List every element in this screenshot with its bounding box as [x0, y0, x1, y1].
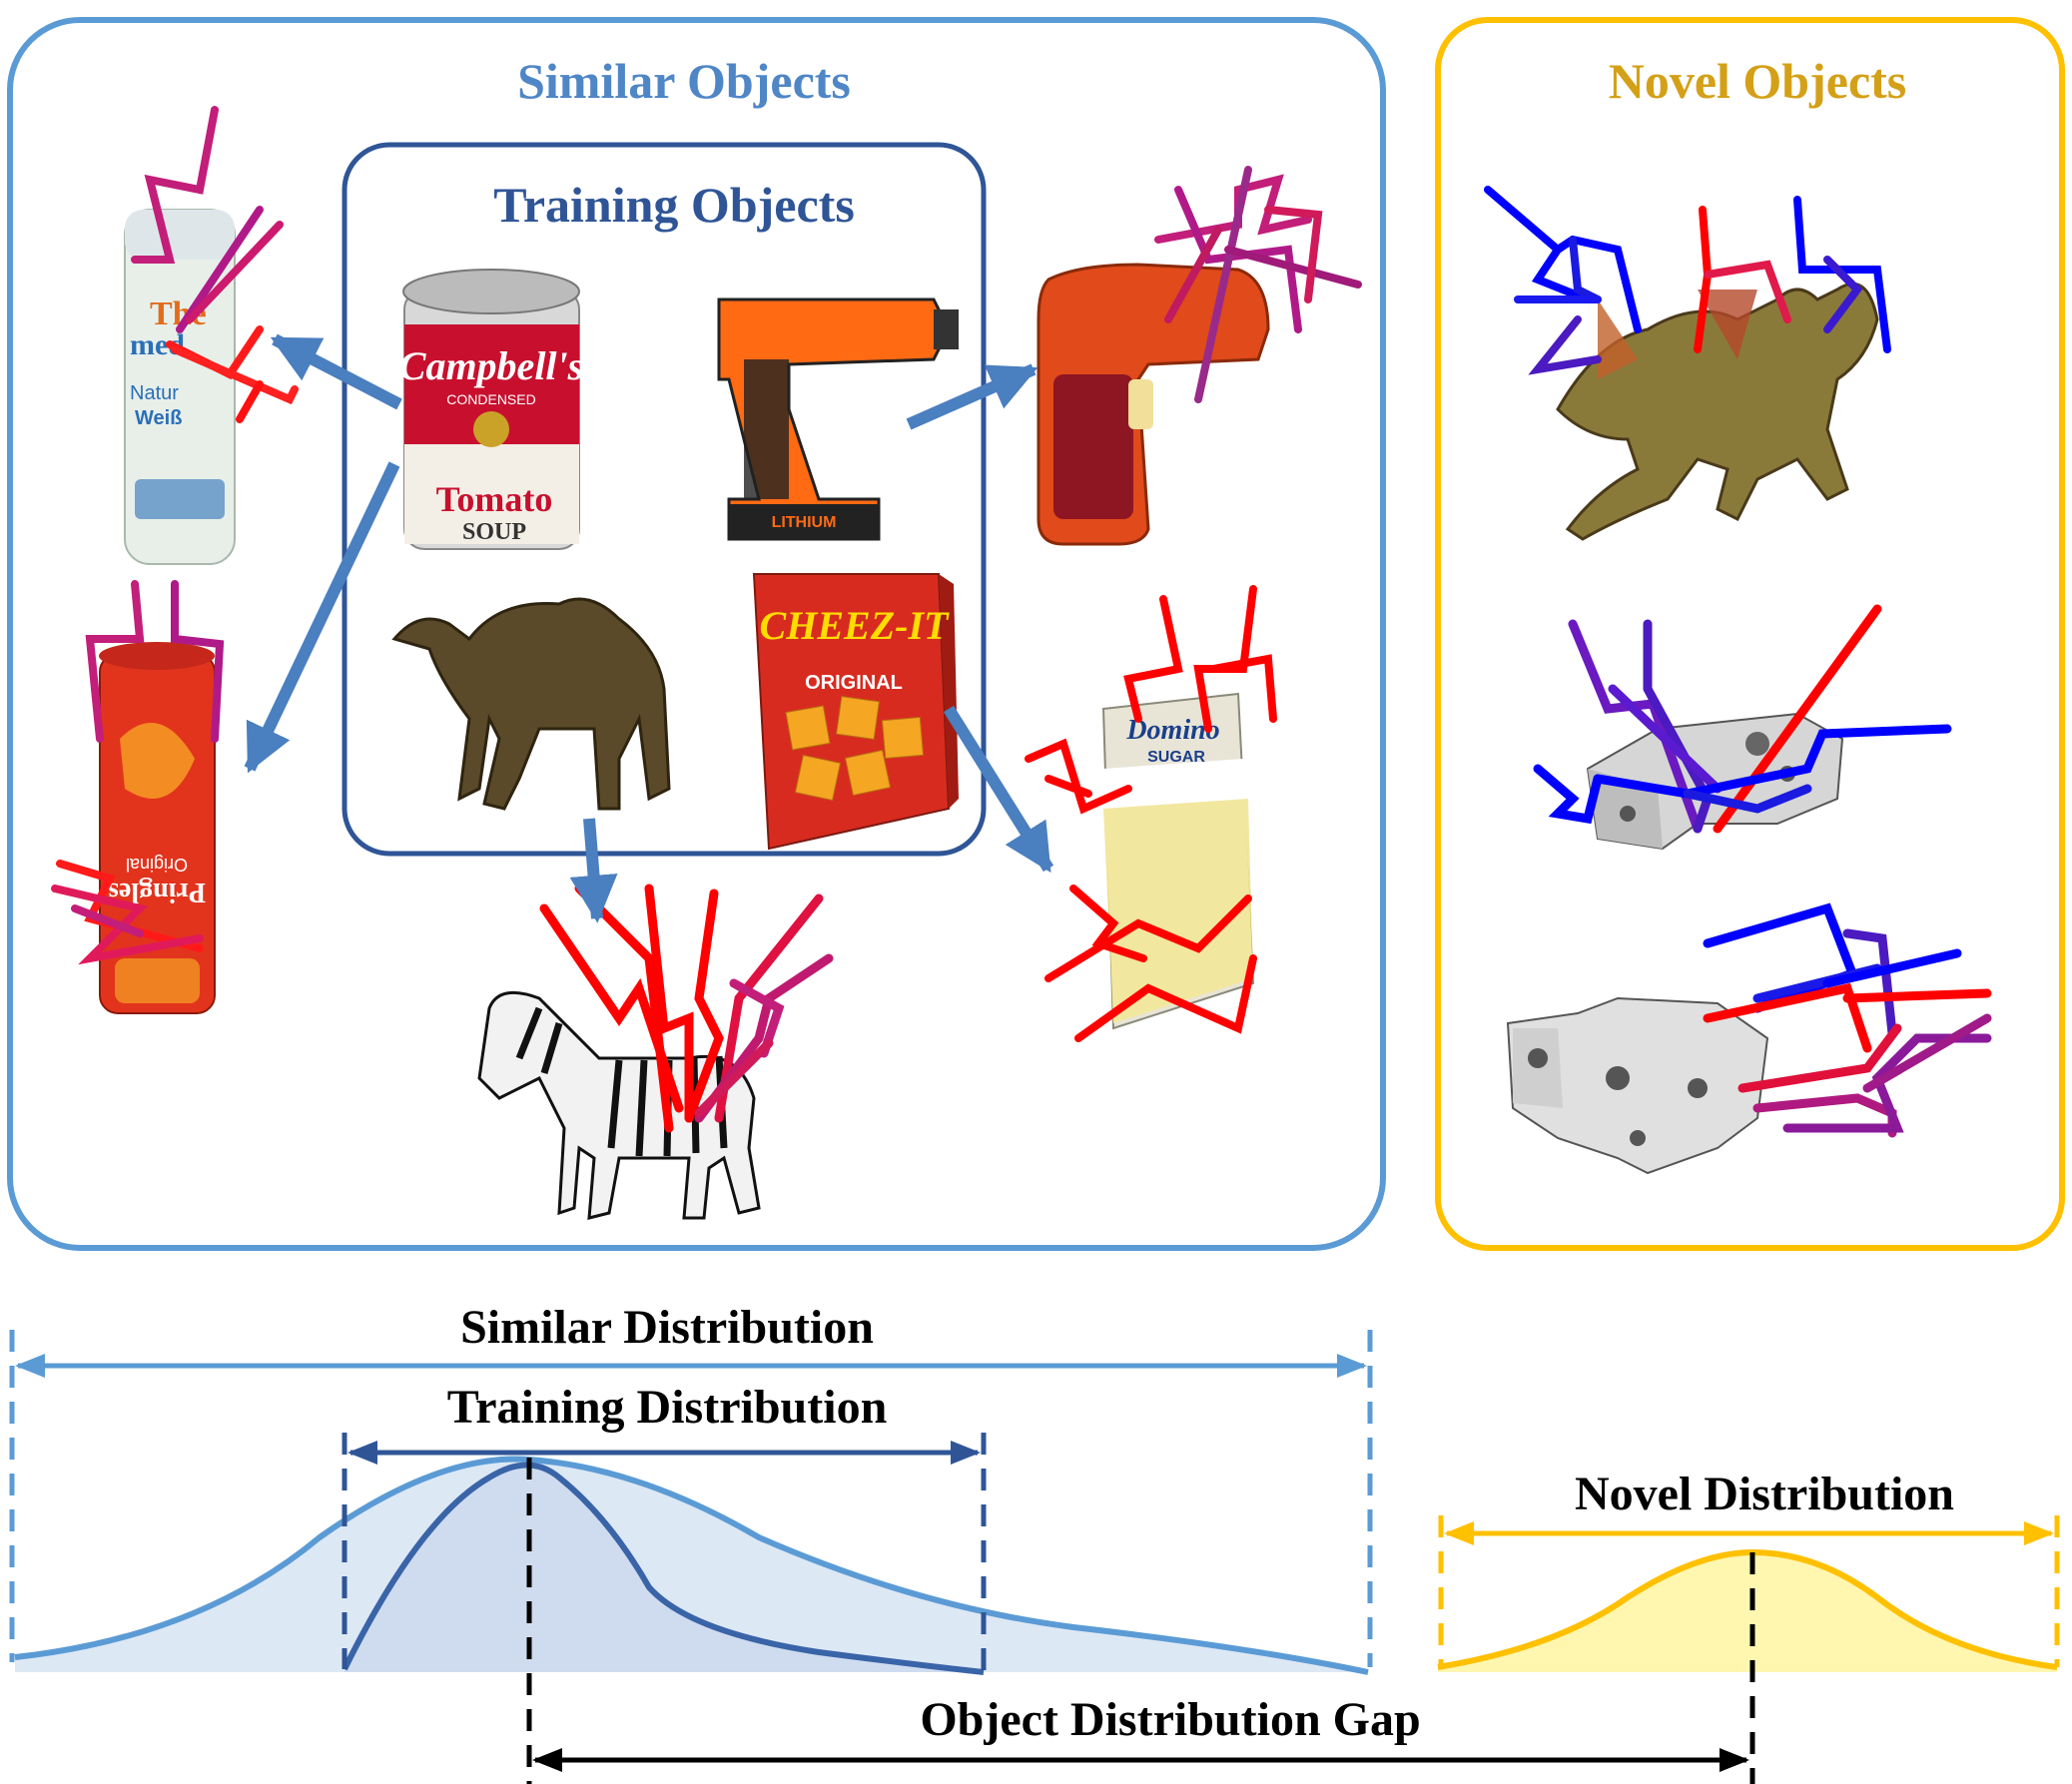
training-objects-title: Training Objects [493, 177, 855, 233]
sugar-sub-label: SUGAR [1147, 749, 1205, 766]
novel-objects-title: Novel Objects [1609, 53, 1907, 109]
tube-grasp-poses [131, 106, 299, 423]
dragon-grasp-poses [1484, 186, 1891, 375]
tube-line1-label: Natur [130, 382, 179, 404]
can-type-label: SOUP [462, 519, 526, 545]
tube-line2-label: Weiß [135, 407, 182, 429]
chips-sub-label: Original [126, 855, 188, 875]
mechanical-part-2-object [1506, 996, 1769, 1175]
novel-objects-panel [1435, 17, 2065, 1251]
toy-gun-grasp-poses [1154, 166, 1362, 403]
part-1-grasp-poses [1533, 604, 1952, 834]
training-objects-panel [342, 142, 987, 857]
drill-brand-label: LITHIUM [772, 514, 837, 531]
box-sub-label: ORIGINAL [805, 672, 903, 694]
pringles-grasp-poses [51, 580, 225, 965]
cheezit-box-object: CHEEZ-IT ORIGINAL [752, 573, 959, 851]
object-distribution-gap-label: Object Distribution Gap [920, 1693, 1420, 1746]
camel-object [391, 597, 671, 811]
similar-objects-title: Similar Objects [517, 53, 851, 109]
sugar-box-object: Domino SUGAR [1101, 692, 1255, 1030]
can-brand-label: Campbell's [399, 343, 583, 388]
similarity-arrows [244, 333, 1054, 923]
can-sub-label: CONDENSED [446, 391, 535, 407]
similar-distribution-label: Similar Distribution [460, 1301, 874, 1354]
drill-object: LITHIUM [717, 297, 959, 541]
training-distribution-curve [345, 1465, 984, 1672]
dragon-object [1556, 282, 1879, 541]
toy-gun-object [1036, 263, 1270, 546]
sugar-grasp-poses [1025, 585, 1277, 1042]
distribution-chart: Similar Distribution Training Distributi… [9, 1301, 2060, 1784]
novel-distribution-label: Novel Distribution [1575, 1468, 1954, 1520]
soup-can-object: Campbell's CONDENSED Tomato SOUP [399, 269, 583, 550]
training-distribution-label: Training Distribution [447, 1381, 888, 1434]
similar-distribution-curve [15, 1459, 1368, 1672]
novel-distribution-curve [1438, 1552, 2057, 1672]
similar-objects-panel [7, 17, 1386, 1251]
part-2-grasp-poses [1703, 902, 1992, 1138]
can-flavor-label: Tomato [436, 479, 553, 519]
box-brand-label: CHEEZ-IT [760, 603, 950, 648]
